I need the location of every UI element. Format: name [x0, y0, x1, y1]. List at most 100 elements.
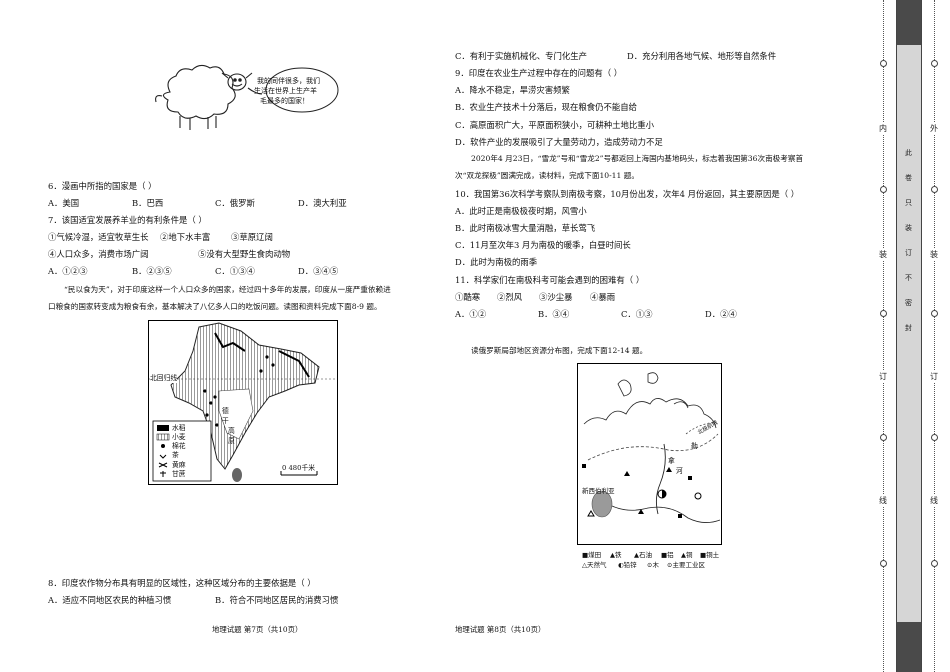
q11-cond-2: ②烈风 [497, 292, 523, 302]
strip-dark-top [896, 0, 922, 45]
russia-legend-3: ▲石油 [634, 551, 652, 559]
seal-char-2: 卷 [905, 174, 912, 182]
plateau-char-4: 原 [228, 437, 235, 445]
seal-char-3: 只 [905, 199, 912, 207]
speech-line-2: 生活在世界上生产羊 [254, 87, 317, 95]
q7-option-c: C．①③④ [215, 266, 255, 276]
seal-char-4: 装 [905, 224, 912, 232]
q9-option-b: B．农业生产技术十分落后，现在粮食仍不能自给 [455, 102, 638, 112]
q6-option-b: B．巴西 [132, 198, 164, 208]
india-legend-4: 茶 [172, 451, 179, 459]
seal-char-5: 订 [905, 249, 912, 257]
russia-legend-4: ■铝 [661, 551, 674, 559]
hole-inner-2 [880, 186, 887, 193]
hole-outer-5 [931, 560, 938, 567]
india-map-drawing [149, 322, 337, 482]
q7-option-a: A．①②③ [48, 266, 88, 276]
outer-char-2: 装 [930, 248, 938, 261]
intro-12-14: 读俄罗斯局部地区资源分布图，完成下面12-14 题。 [471, 346, 648, 355]
hole-outer-4 [931, 434, 938, 441]
russia-map [577, 363, 722, 545]
q10-option-b: B．此时南极冰雪大量消融，草长莺飞 [455, 223, 596, 233]
q11-cond-1: ①酷寒 [455, 292, 481, 302]
footer-page-8: 地理试题 第8页（共10页） [455, 625, 546, 634]
q7-stem: 7．该国适宜发展养羊业的有利条件是（ ） [48, 215, 207, 225]
q7-cond-1: ①气候冷湿，适宜牧草生长 [48, 232, 149, 242]
q11-option-b: B．③④ [538, 309, 570, 319]
outer-char-3: 订 [930, 370, 938, 383]
q10-option-c: C．11月至次年3 月为南极的暖季，白昼时间长 [455, 240, 631, 250]
russia-river-char-3: 河 [676, 467, 683, 475]
russia-map-drawing [582, 372, 721, 523]
india-map [148, 320, 338, 485]
strip-dark-bottom [896, 622, 922, 672]
hole-outer-1 [931, 60, 938, 67]
q6-option-c: C．俄罗斯 [215, 198, 255, 208]
q11-stem: 11．科学家们在南极科考可能会遇到的困难有（ ） [455, 275, 645, 285]
q11-cond-3: ③沙尘暴 [539, 292, 573, 302]
q9-option-c: C．高原面积广大，平原面积狭小，可耕种土地比重小 [455, 120, 655, 130]
india-legend-6: 甘蔗 [172, 470, 186, 478]
footer-page-7: 地理试题 第7页（共10页） [212, 625, 303, 634]
speech-line-1: 我的同伴很多，我们 [257, 77, 320, 85]
outer-char-1: 外 [930, 122, 938, 135]
hole-inner-4 [880, 434, 887, 441]
q11-option-d: D．②④ [705, 309, 737, 319]
q8-option-a: A．适应不同地区农民的种植习惯 [48, 595, 172, 605]
seal-char-1: 此 [905, 149, 912, 157]
q7-option-d: D．③④⑤ [298, 266, 339, 276]
inner-dotted-line [934, 0, 935, 672]
q9-option-d: D．软件产业的发展吸引了大量劳动力，造成劳动力不足 [455, 137, 663, 147]
q11-option-c: C．①③ [621, 309, 653, 319]
india-legend-2: 小麦 [172, 433, 186, 441]
russia-legend-7: △天然气 [582, 561, 607, 569]
q7-cond-2: ②地下水丰富 [160, 232, 211, 242]
hole-outer-3 [931, 310, 938, 317]
russia-river-char-1: 勒 [691, 442, 698, 450]
outer-char-4: 线 [930, 494, 938, 507]
outer-dotted-line [883, 0, 884, 672]
q6-option-d: D．澳大利亚 [298, 198, 347, 208]
q7-cond-3: ③草原辽阔 [231, 232, 273, 242]
q10-option-d: D．此时为南极的雨季 [455, 257, 538, 267]
q7-cond-5: ⑤没有大型野生食肉动物 [198, 249, 291, 259]
q8-option-c: C．有利于实施机械化、专门化生产 [455, 51, 588, 61]
q9-stem: 9．印度在农业生产过程中存在的问题有（ ） [455, 68, 623, 78]
india-legend-3: 棉花 [172, 442, 186, 450]
plateau-char-2: 干 [222, 417, 229, 425]
intro-8-9-line-1: “民以食为天”，对于印度这样一个人口众多的国家，经过四十多年的发展，印度从一度严… [64, 285, 391, 294]
russia-legend-1: ■煤田 [582, 551, 602, 559]
seal-char-7: 密 [905, 299, 912, 307]
strip-border [896, 0, 922, 672]
plateau-char-3: 高 [228, 427, 235, 435]
tropic-label: 北回归线 [150, 373, 178, 383]
q8-option-d: D．充分利用各地气候、地形等自然条件 [627, 51, 777, 61]
q8-stem: 8．印度农作物分布具有明显的区域性，这种区域分布的主要依据是（ ） [48, 578, 316, 588]
map-scale: 0 480千米 [282, 464, 316, 472]
russia-legend-6: ■铜土 [700, 551, 720, 559]
inner-char-1: 内 [879, 122, 887, 135]
q11-option-a: A．①② [455, 309, 487, 319]
plateau-char-1: 德 [222, 407, 229, 415]
q7-cond-4: ④人口众多，消费市场广阔 [48, 249, 149, 259]
seal-char-8: 封 [905, 324, 912, 332]
q10-option-a: A．此时正是南极极夜时期，风雪小 [455, 206, 587, 216]
q8-option-b: B．符合不同地区居民的消费习惯 [215, 595, 339, 605]
india-legend-5: 黄麻 [172, 461, 186, 469]
inner-char-4: 线 [879, 494, 887, 507]
q6-option-a: A．美国 [48, 198, 80, 208]
q11-cond-4: ④暴雨 [590, 292, 616, 302]
russia-legend-2: ▲铁 [610, 551, 622, 559]
russia-river-char-2: 拿 [668, 457, 675, 465]
hole-outer-2 [931, 186, 938, 193]
q10-stem: 10．我国第36次科学考察队到南极考察，10月份出发，次年4 月份返回，其主要原… [455, 189, 800, 199]
hole-inner-5 [880, 560, 887, 567]
intro-10-11-line-2: 次“双龙探极”圆满完成，读材料，完成下面10-11 题。 [455, 171, 639, 180]
russia-legend-9: ⊙木 [647, 561, 659, 569]
hole-inner-3 [880, 310, 887, 317]
india-legend-1: 水稻 [172, 424, 186, 432]
hole-inner-1 [880, 60, 887, 67]
inner-char-2: 装 [879, 248, 887, 261]
seal-char-6: 不 [905, 274, 912, 282]
q9-option-a: A．降水不稳定，旱涝灾害频繁 [455, 85, 570, 95]
